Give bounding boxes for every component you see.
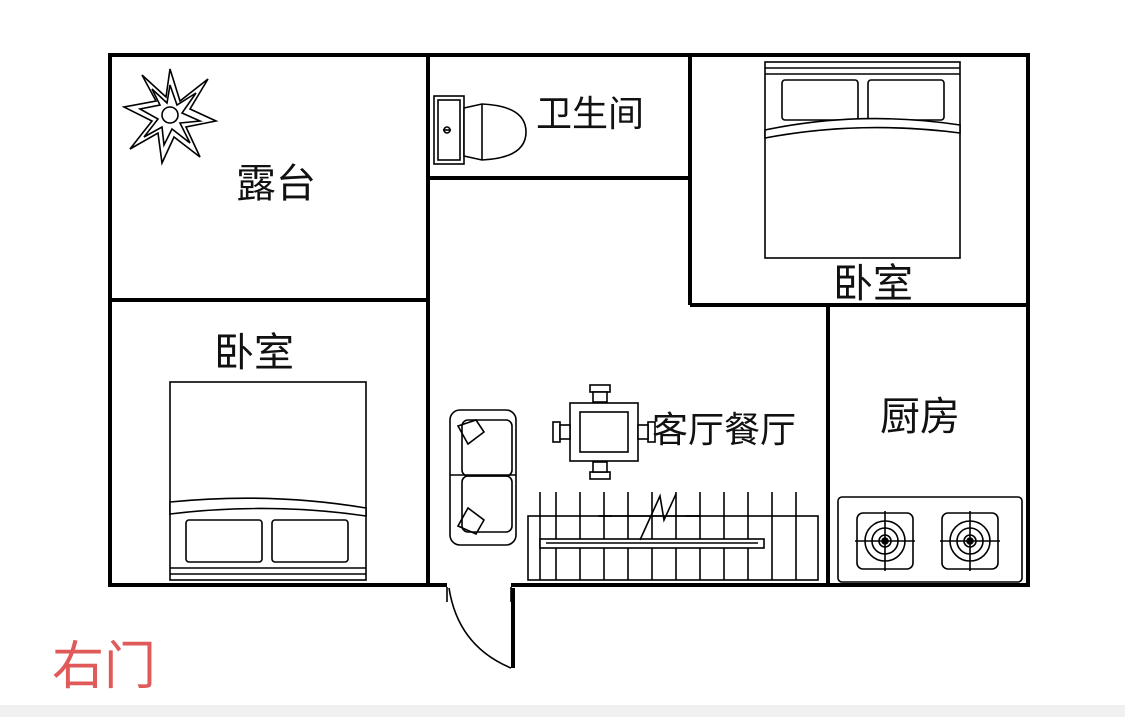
plant-icon: [121, 68, 219, 166]
stove-icon: [837, 496, 1023, 583]
room-label-bedroom-top-right: 卧室: [833, 261, 913, 307]
room-label-terrace: 露台: [236, 161, 316, 207]
toilet-icon: [433, 95, 527, 165]
room-label-bedroom-left: 卧室: [214, 330, 294, 376]
room-label-living-dining: 客厅餐厅: [652, 410, 796, 451]
bottom-strip: [0, 705, 1125, 717]
door-label: 右门: [52, 637, 156, 697]
bed-icon-left: [169, 381, 367, 581]
dining-table-icon: [552, 384, 656, 480]
bed-icon-top-right: [764, 61, 961, 259]
room-label-kitchen: 厨房: [880, 394, 960, 440]
room-label-bathroom: 卫生间: [536, 94, 644, 135]
staircase: [527, 492, 819, 581]
sofa-icon: [449, 409, 517, 546]
entrance-door: [428, 580, 1028, 669]
